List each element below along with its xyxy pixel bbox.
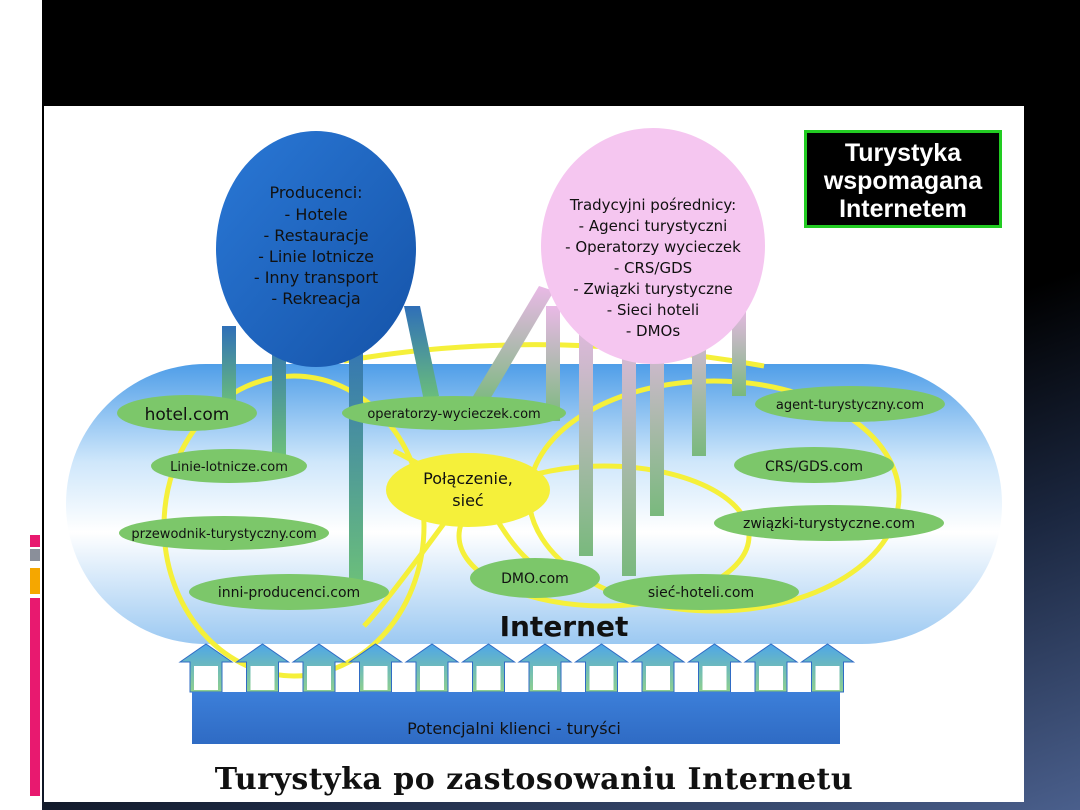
intermediaries-item: - Operatorzy wycieczek (565, 238, 741, 256)
arrow-window (476, 666, 501, 690)
site-label: sieć-hoteli.com (648, 585, 754, 601)
site-label: operatorzy-wycieczek.com (367, 407, 540, 422)
producers-item: - Inny transport (254, 268, 378, 287)
intermediaries-item: - Sieci hoteli (607, 301, 699, 319)
producers-item: - Rekreacja (271, 289, 360, 308)
stack-decoration (22, 80, 42, 124)
arrow-window (646, 666, 670, 690)
diagram-caption: Turystyka po zastosowaniu Internetu (214, 762, 854, 797)
accent-bar-pink-long (30, 598, 40, 796)
title-line1: Turystyka (844, 139, 962, 167)
site-label: inni-producenci.com (218, 585, 360, 601)
intermediary-stems (472, 286, 746, 576)
arrow-window (589, 666, 614, 690)
site-pill-other-producers: inni-producenci.com (189, 574, 389, 610)
network-label-line2: sieć (452, 491, 483, 510)
producers-item: - Restauracje (263, 226, 368, 245)
arrow-window (815, 666, 840, 690)
site-pill-crs: CRS/GDS.com (734, 447, 894, 483)
title-line2: wspomagana (823, 167, 983, 195)
site-pill-associations: związki-turystyczne.com (714, 505, 944, 541)
title-box: Turystyka wspomagana Internetem (804, 130, 1002, 228)
intermediaries-item: - Agenci turystyczni (579, 217, 728, 235)
producer-stems (222, 306, 439, 586)
site-pill-dmo: DMO.com (470, 558, 600, 598)
internet-label: Internet (500, 610, 629, 643)
accent-bar-orange (30, 568, 40, 594)
intermediaries-heading: Tradycyjni pośrednicy: (569, 196, 736, 214)
diagram-svg: Producenci: - Hotele - Restauracje - Lin… (66, 128, 1002, 744)
site-pill-tour-operators: operatorzy-wycieczek.com (342, 396, 566, 430)
site-label: Linie-lotnicze.com (170, 460, 288, 475)
intermediaries-item: - Związki turystyczne (573, 280, 732, 298)
arrow-window (759, 666, 783, 690)
client-arrows (178, 643, 856, 693)
site-pill-agent: agent-turystyczny.com (755, 386, 945, 422)
site-label: hotel.com (145, 405, 230, 425)
site-label: CRS/GDS.com (765, 459, 863, 475)
producers-circle (216, 131, 416, 367)
clients-base-bar (192, 692, 840, 744)
site-label: agent-turystyczny.com (776, 398, 924, 413)
arrow-window (363, 666, 388, 690)
intermediaries-item: - DMOs (626, 322, 680, 340)
title-line3: Internetem (839, 195, 967, 223)
arrow-window (307, 666, 331, 690)
intermediaries-circle (541, 128, 765, 364)
producers-item: - Hotele (284, 205, 347, 224)
intermediaries-item: - CRS/GDS (614, 259, 692, 277)
arrow-window (194, 666, 218, 690)
clients-label: Potencjalni klienci - turyści (407, 719, 621, 738)
site-pill-airlines: Linie-lotnicze.com (151, 449, 307, 483)
accent-bar-gray (30, 549, 40, 561)
site-pill-hotel-chain: sieć-hoteli.com (603, 574, 799, 610)
site-label: przewodnik-turystyczny.com (131, 527, 316, 542)
network-node: Połączenie, sieć (386, 453, 550, 527)
site-label: DMO.com (501, 571, 569, 587)
arrow-window (533, 666, 557, 690)
producers-heading: Producenci: (269, 183, 362, 202)
arrow-window (702, 666, 727, 690)
arrow-window (420, 666, 444, 690)
site-label: związki-turystyczne.com (743, 516, 915, 532)
diagram-canvas: Producenci: - Hotele - Restauracje - Lin… (44, 106, 1024, 802)
network-label-line1: Połączenie, (423, 469, 513, 488)
accent-bar-pink (30, 535, 40, 547)
producers-item: - Linie lotnicze (258, 247, 374, 266)
arrow-window (250, 666, 275, 690)
site-pill-hotel: hotel.com (117, 395, 257, 431)
site-pill-guide: przewodnik-turystyczny.com (119, 516, 329, 550)
